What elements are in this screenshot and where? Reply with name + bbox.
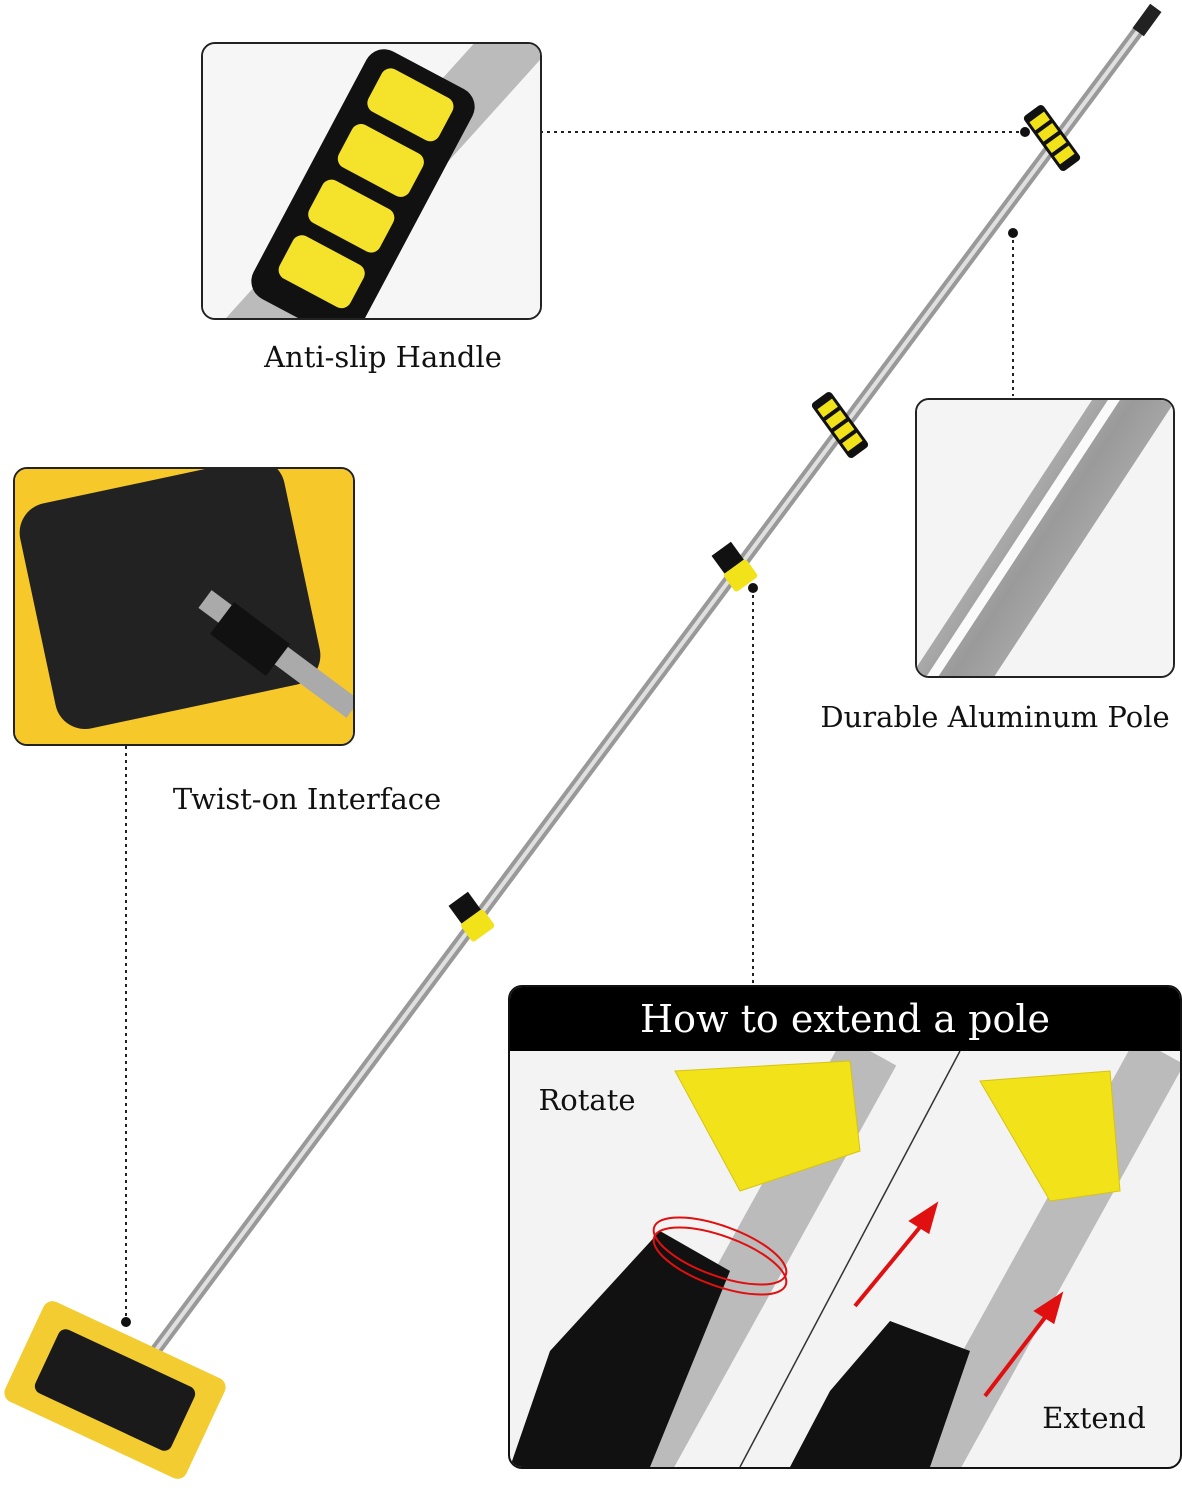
connector-dots	[121, 127, 1030, 1327]
pole-lock-2	[448, 891, 495, 942]
extend-illustration	[790, 1051, 1180, 1467]
brush-head	[4, 1301, 226, 1479]
rotate-illustration	[510, 1051, 897, 1467]
how-to-title: How to extend a pole	[510, 987, 1180, 1051]
handle-detail-image	[201, 42, 542, 320]
rotate-label: Rotate	[538, 1083, 636, 1117]
pole-grip-top	[1023, 105, 1081, 171]
pole-detail-image	[915, 398, 1175, 678]
interface-detail-image	[13, 467, 355, 746]
pole-label: Durable Aluminum Pole	[820, 700, 1170, 734]
pole-grip-middle	[811, 392, 869, 458]
pole-lock-1	[711, 541, 758, 592]
connector-lines	[125, 131, 1025, 1320]
extend-arrows	[853, 1201, 1064, 1398]
how-to-extend-panel: How to extend a pole Rotate Extend	[508, 985, 1182, 1469]
extend-label: Extend	[1042, 1401, 1146, 1435]
handle-label: Anti-slip Handle	[264, 340, 502, 374]
interface-label: Twist-on Interface	[172, 782, 442, 816]
pole-tip	[1132, 3, 1162, 37]
